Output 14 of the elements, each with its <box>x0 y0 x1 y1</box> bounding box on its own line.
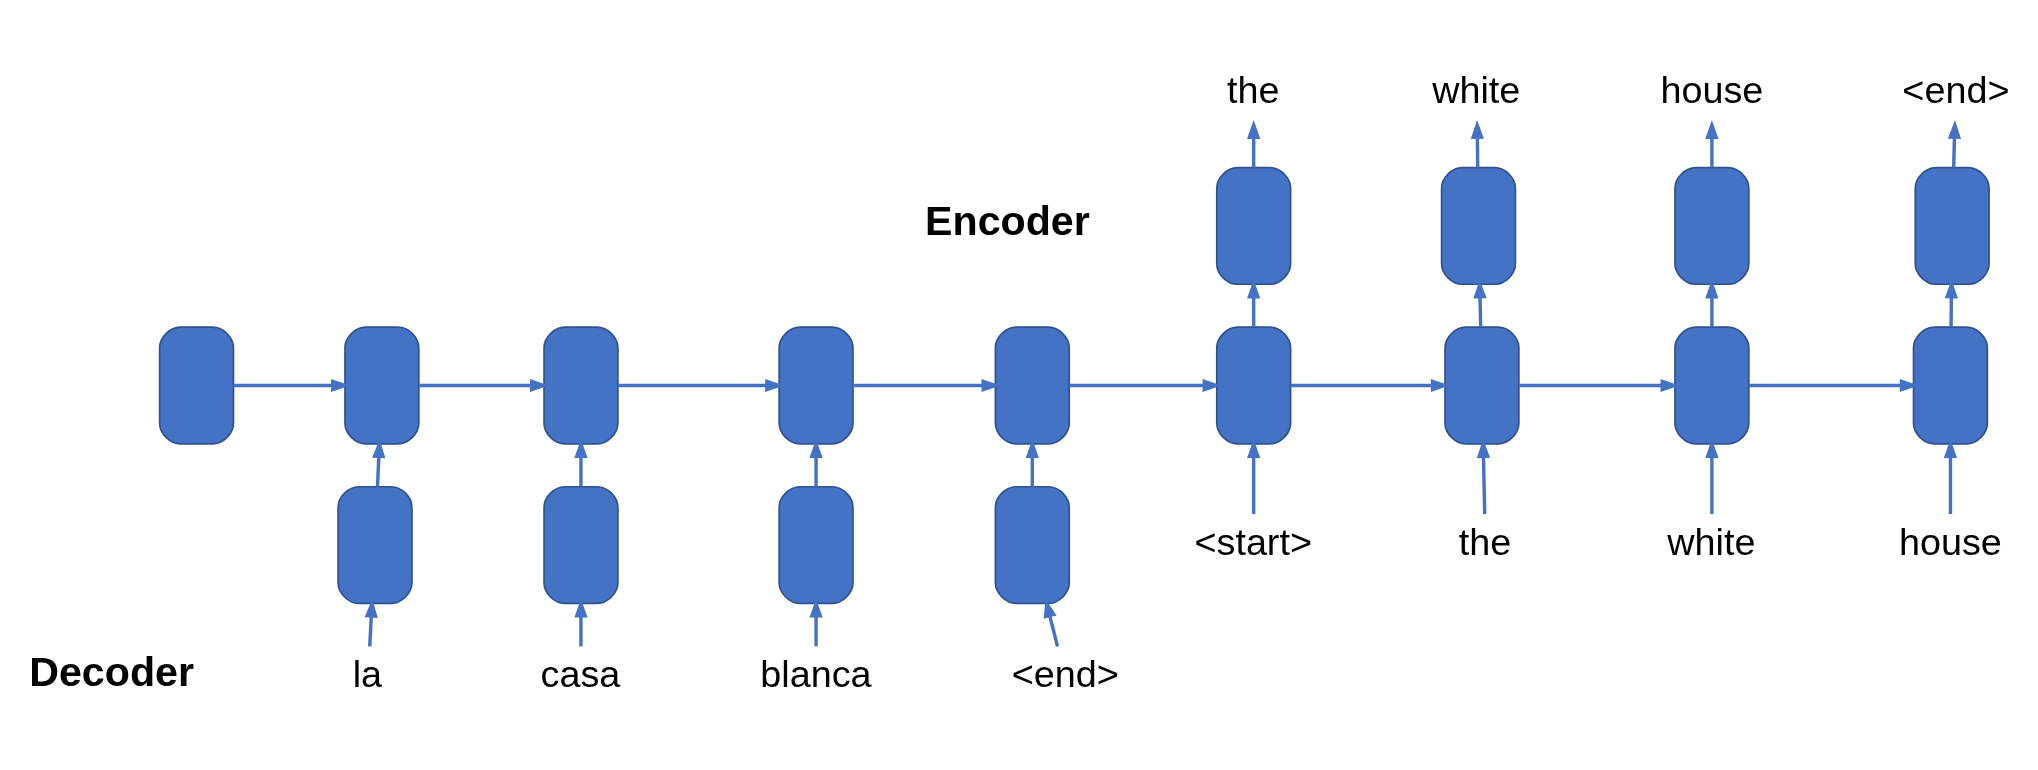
node-text: casa <box>540 652 621 695</box>
node-text: <start> <box>1194 520 1312 563</box>
node-text: <end> <box>1011 652 1119 695</box>
node-text: blanca <box>760 652 872 695</box>
node-text: la <box>352 652 383 695</box>
node-text: house <box>1660 68 1764 111</box>
node-text: the <box>1458 520 1512 563</box>
label: Encoder <box>925 197 1090 244</box>
node-text: the <box>1227 68 1280 111</box>
node-text: white <box>1432 68 1521 111</box>
node-text: <end> <box>1902 68 2010 111</box>
node-text: house <box>1898 520 2002 563</box>
label: Decoder <box>29 648 194 695</box>
node-text: white <box>1667 520 1756 563</box>
